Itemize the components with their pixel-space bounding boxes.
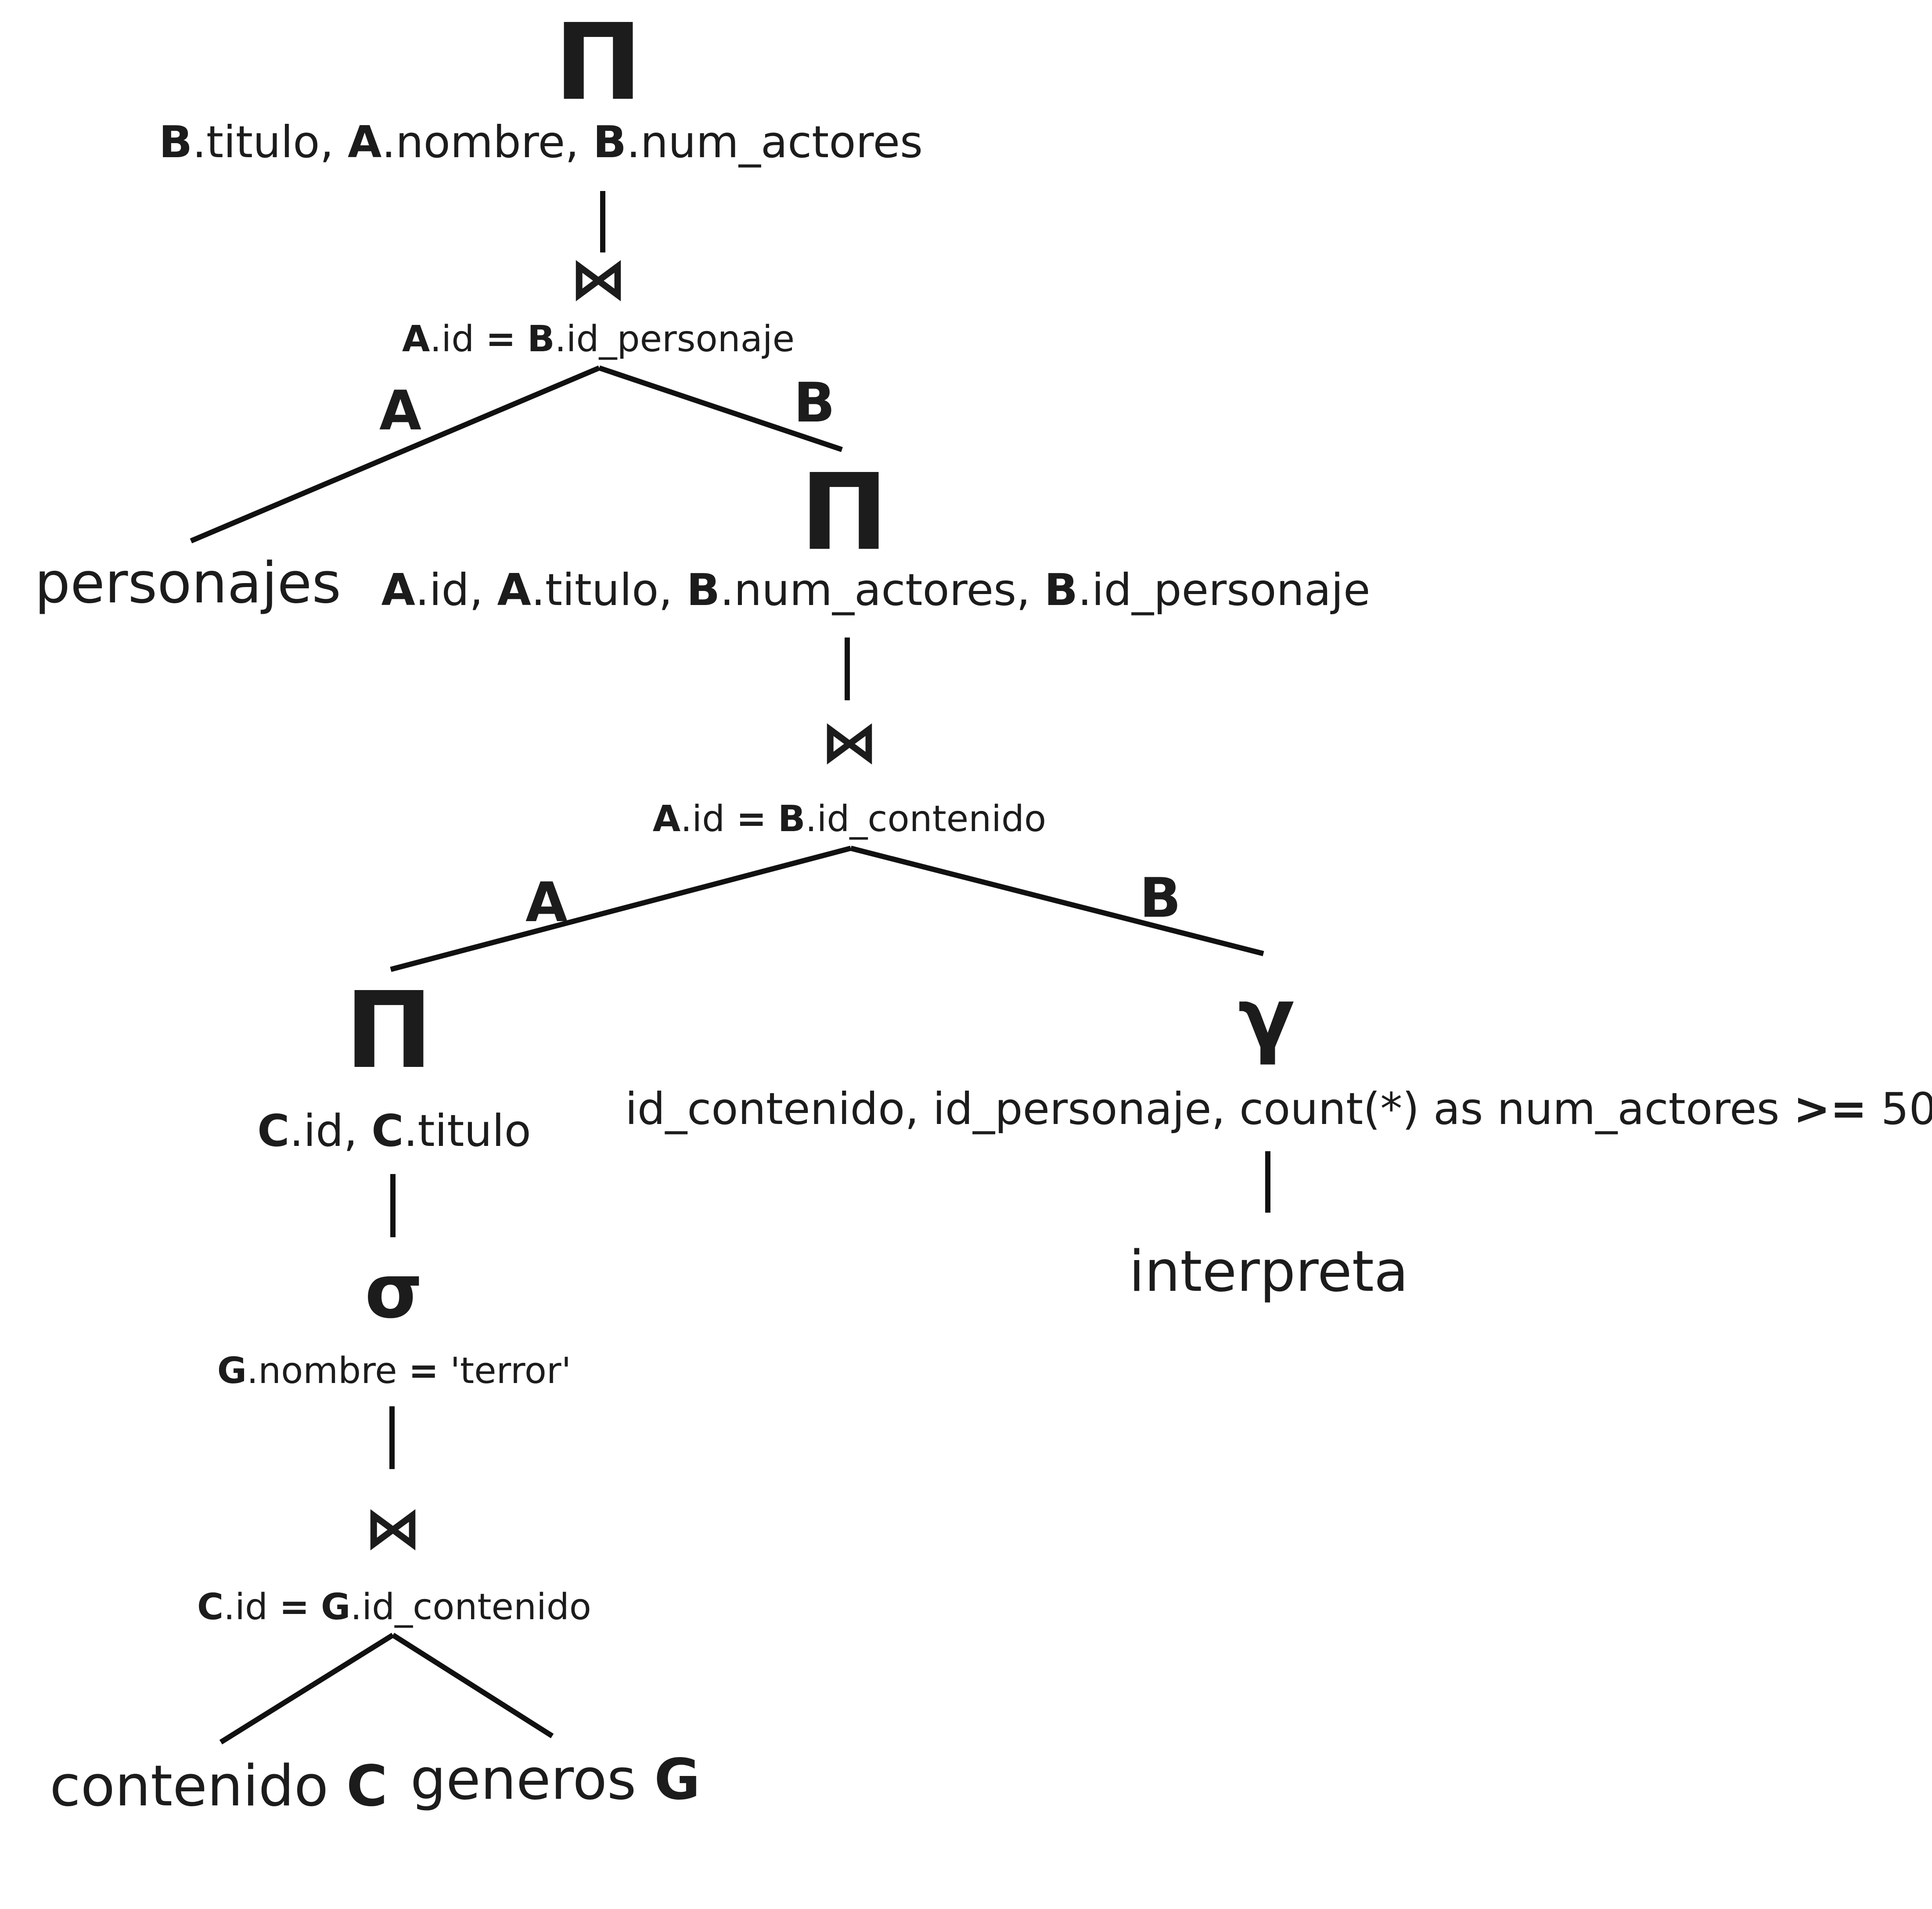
label-fragment: generos <box>410 1747 654 1812</box>
label-fragment: A <box>348 116 381 168</box>
label-fragment: B <box>527 318 555 360</box>
grouping-attributes: id_contenido, id_personaje, count(*) as … <box>625 1083 1932 1135</box>
label-fragment <box>309 1586 321 1628</box>
label-fragment: B <box>778 798 806 840</box>
join-condition-2: A.id = B.id_contenido <box>653 798 1046 840</box>
label-fragment: A <box>497 564 531 616</box>
label-fragment: B <box>1044 564 1078 616</box>
projection-symbol-inner: Π <box>800 451 889 574</box>
edge-label-b-1: B <box>794 371 835 435</box>
label-fragment: .id_contenido <box>806 798 1047 840</box>
relation-interpreta: interpreta <box>1129 1239 1409 1304</box>
edge-join3-to-contenido <box>219 1632 395 1745</box>
label-fragment: .id_personaje <box>1078 564 1370 616</box>
label-fragment: A <box>381 564 415 616</box>
relation-generos-label: generos G <box>410 1747 700 1812</box>
join-symbol-1: ⋈ <box>570 245 627 312</box>
label-fragment: contenido <box>50 1754 346 1819</box>
label-fragment: .id <box>680 798 736 840</box>
selection-condition: G.nombre = 'terror' <box>217 1350 571 1392</box>
label-fragment: C <box>346 1754 388 1819</box>
label-fragment: = <box>736 798 766 840</box>
label-fragment: B <box>593 116 626 168</box>
label-fragment: .num_actores, <box>720 564 1044 616</box>
edge-label-a-1: A <box>379 379 421 443</box>
edge-label-b-2: B <box>1140 867 1181 930</box>
label-fragment: id_contenido, id_personaje, count(*) as … <box>625 1083 1793 1135</box>
edge-join3-to-generos <box>391 1632 554 1739</box>
label-fragment: .id <box>223 1586 279 1628</box>
join-condition-3: C.id = G.id_contenido <box>197 1586 591 1628</box>
join-condition-1: A.id = B.id_personaje <box>402 318 795 360</box>
label-fragment: G <box>217 1350 247 1392</box>
grouping-symbol: γ <box>1238 970 1295 1067</box>
projection-attributes-root: B.titulo, A.nombre, B.num_actores <box>159 116 923 168</box>
edge-join1-to-inner-proj <box>598 365 843 452</box>
label-fragment: .titulo <box>404 1105 531 1156</box>
label-fragment: 50 <box>1867 1083 1932 1135</box>
label-fragment: .titulo, <box>531 564 687 616</box>
label-fragment: C <box>197 1586 223 1628</box>
label-fragment: = <box>279 1586 309 1628</box>
label-fragment: >= <box>1793 1083 1867 1135</box>
projection-symbol-root: Π <box>554 1 643 124</box>
label-fragment: G <box>654 1747 700 1812</box>
label-fragment <box>516 318 527 360</box>
label-fragment: .id <box>430 318 486 360</box>
label-fragment: .titulo, <box>192 116 348 168</box>
join-symbol-2: ⋈ <box>821 709 878 775</box>
label-fragment: B <box>687 564 720 616</box>
label-fragment: .nombre <box>247 1350 409 1392</box>
label-fragment: B <box>159 116 192 168</box>
projection-attributes-inner: A.id, A.titulo, B.num_actores, B.id_pers… <box>381 564 1371 616</box>
label-fragment: G <box>321 1586 350 1628</box>
relation-contenido: contenido C <box>50 1754 388 1819</box>
join-symbol-3: ⋈ <box>364 1495 421 1561</box>
edge-join1-to-personajes <box>190 365 601 544</box>
label-fragment: = <box>486 318 516 360</box>
edge-label-a-2: A <box>525 871 568 934</box>
label-fragment: A <box>653 798 681 840</box>
projection-symbol-left: Π <box>345 969 433 1092</box>
label-fragment: C <box>371 1105 403 1156</box>
label-fragment: .nombre, <box>381 116 593 168</box>
edge-join2-to-left-proj <box>390 846 852 972</box>
label-fragment: = <box>409 1350 439 1392</box>
label-fragment: A <box>402 318 430 360</box>
projection-attributes-left: C.id, C.titulo <box>257 1105 531 1156</box>
label-fragment <box>766 798 778 840</box>
label-fragment: 'terror' <box>439 1350 571 1392</box>
label-fragment: .id, <box>415 564 497 616</box>
label-fragment: .id, <box>290 1105 372 1156</box>
label-fragment: C <box>257 1105 289 1156</box>
relation-personajes: personajes <box>35 551 341 616</box>
label-fragment: .id_personaje <box>555 318 795 360</box>
edge-join2-to-grouping <box>850 846 1264 956</box>
label-fragment: .num_actores <box>626 116 923 168</box>
label-fragment: .id_contenido <box>350 1586 591 1628</box>
selection-symbol: σ <box>365 1248 423 1335</box>
